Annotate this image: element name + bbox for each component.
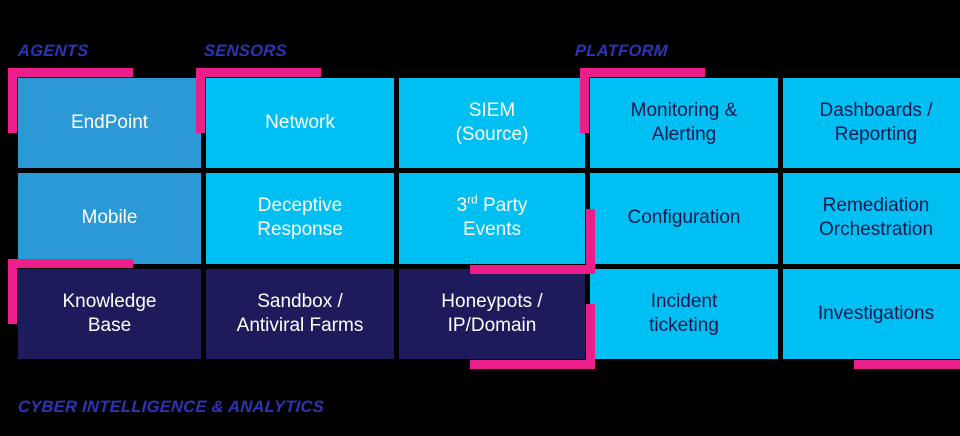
grid-cell-label: Monitoring &Alerting xyxy=(630,99,738,146)
grid-cell-label: Investigations xyxy=(817,302,935,324)
grid-cell-investigations[interactable]: Investigations xyxy=(783,268,960,369)
section-header-platform: PLATFORM xyxy=(574,42,669,60)
grid-cell-monitoring[interactable]: Monitoring &Alerting xyxy=(580,68,778,169)
grid-cell-mobile[interactable]: Mobile xyxy=(18,173,201,264)
grid-cell-configuration[interactable]: Configuration xyxy=(590,173,778,264)
section-header-agents: AGENTS xyxy=(17,42,90,60)
grid-cell-label: EndPoint xyxy=(70,112,149,133)
grid-cell-label: SIEM(Source) xyxy=(455,99,529,146)
grid-cell-label: Sandbox /Antiviral Farms xyxy=(236,290,364,336)
grid-cell-network[interactable]: Network xyxy=(196,68,394,169)
footer-label-cyber-intelligence-analytics: CYBER INTELLIGENCE & ANALYTICS xyxy=(17,398,325,416)
capability-grid: EndPoint Network SIEM(Source) Monitoring &A… xyxy=(8,68,960,369)
grid-cell-sandbox[interactable]: Sandbox /Antiviral Farms xyxy=(206,268,394,359)
section-header-sensors: SENSORS xyxy=(203,42,288,60)
grid-cell-label: Honeypots /IP/Domain xyxy=(441,290,543,336)
grid-cell-label: Mobile xyxy=(81,207,138,229)
grid-cell-siem-source[interactable]: SIEM(Source) xyxy=(399,78,585,169)
grid-cell-honeypots[interactable]: Honeypots /IP/Domain xyxy=(399,268,595,369)
grid-cell-label: Network xyxy=(265,112,335,133)
grid-cell-label: Dashboards /Reporting xyxy=(819,99,933,146)
grid-cell-endpoint[interactable]: EndPoint xyxy=(8,68,201,169)
grid-cell-label: Configuration xyxy=(627,207,741,229)
ordinal-superscript: rd xyxy=(467,193,478,207)
grid-cell-dashboards[interactable]: Dashboards /Reporting xyxy=(783,78,960,169)
